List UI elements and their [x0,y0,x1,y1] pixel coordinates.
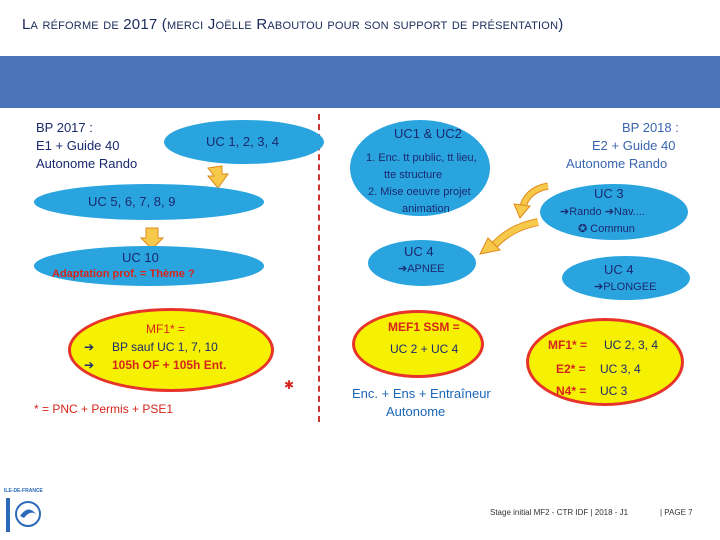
uc10-sub: Adaptation prof. = Thème ? [52,268,195,280]
uc3-line1: ➔Rando ➔Nav.... [560,206,645,218]
bp2017-line2: Autonome Rando [36,156,138,171]
sparkle-icon: ✱ [284,378,295,392]
bp2017-title: BP 2017 : [36,120,93,135]
curved-arrow-left-icon [513,182,549,219]
n4-label: N4* = [556,384,587,398]
uc4-plongee-label: UC 4 [604,262,634,277]
enc-line2: Autonome [386,404,446,419]
mf1-left-line2: 105h OF + 105h Ent. [112,358,227,372]
arrow-down-left-icon [206,165,229,189]
uc4-plongee-sub: ➔PLONGEE [594,281,657,293]
curved-arrow-down-left-icon [479,218,539,255]
uc4-apnee-sub: ➔APNEE [398,263,445,275]
bp2018-title: BP 2018 : [622,120,679,135]
uc12-title: UC1 & UC2 [394,126,462,141]
uc3-line2: ✪ Commun [578,223,635,235]
ffessm-idf-logo: ILE-DE-FRANCE [4,488,44,534]
uc4-plongee-ellipse [562,256,690,300]
mf1-right-label: MF1* = [548,338,588,352]
enc-line1: Enc. + Ens + Entraîneur [352,386,491,401]
n4-value: UC 3 [600,384,628,398]
center-divider [318,114,320,422]
slide-header: La réforme de 2017 (merci Joëlle Rabouto… [0,0,720,56]
mf1-left-ellipse [68,308,274,392]
mf1-right-ellipse [526,318,684,406]
mf1-right-value: UC 2, 3, 4 [604,338,659,352]
uc12-line4: animation [402,203,450,215]
uc10-label: UC 10 [122,250,159,265]
uc12-line1: 1. Enc. tt public, tt lieu, [366,152,477,164]
uc3-title: UC 3 [594,186,624,201]
uc12-line3: 2. Mise oeuvre projet [368,186,471,198]
e2-value: UC 3, 4 [600,362,641,376]
mef1-line: UC 2 + UC 4 [390,342,459,356]
bp2017-line1: E1 + Guide 40 [36,138,120,153]
footer-stage: Stage initial MF2 - CTR IDF | 2018 - J1 [490,508,629,517]
footer-page: | PAGE 7 [660,508,693,517]
uc4-apnee-label: UC 4 [404,244,434,259]
uc10-ellipse [34,246,264,286]
arrow-down-icon [140,227,164,250]
header-band [0,56,720,108]
uc4-apnee-ellipse [368,240,476,286]
bp2018-line2: Autonome Rando [566,156,668,171]
mf1-left-line1: BP sauf UC 1, 7, 10 [112,340,218,354]
uc12-line2: tte structure [384,169,443,181]
slide-title: La réforme de 2017 (merci Joëlle Rabouto… [22,16,564,33]
uc12-ellipse [350,120,490,216]
mf1-left-title: MF1* = [146,322,186,336]
logo-text: ILE-DE-FRANCE [4,488,43,494]
uc56789-ellipse [34,184,264,220]
mf1-left-arrow1-icon: ➔ [84,340,95,354]
uc1234-label: UC 1, 2, 3, 4 [206,134,279,149]
bp2018-line1: E2 + Guide 40 [592,138,676,153]
footnote: * = PNC + Permis + PSE1 [34,402,174,416]
uc56789-label: UC 5, 6, 7, 8, 9 [88,194,176,209]
mef1-title: MEF1 SSM = [388,320,460,334]
uc3-ellipse [540,184,688,240]
mef1-ellipse [352,310,484,378]
mf1-left-arrow2-icon: ➔ [84,358,95,372]
e2-label: E2* = [556,362,586,376]
uc1234-ellipse [164,120,324,164]
